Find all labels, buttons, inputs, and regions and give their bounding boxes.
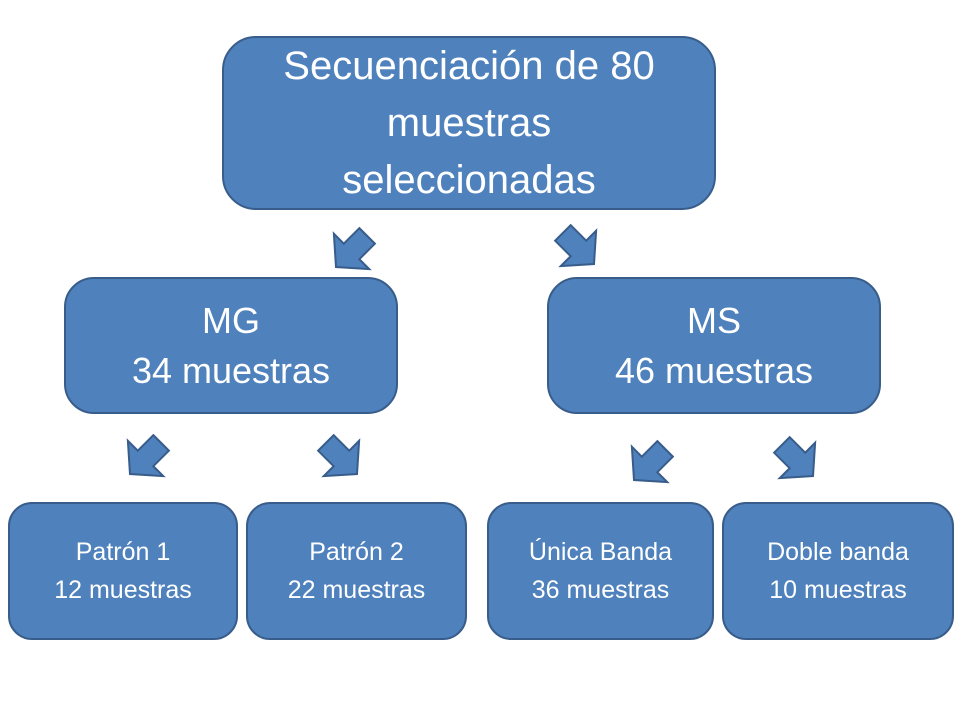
arrow-ms-to-unica xyxy=(615,430,684,499)
leaf-node-name: Patrón 2 xyxy=(309,538,404,566)
group-node-count: 46 muestras xyxy=(614,349,814,391)
leaf-node-count: 36 muestras xyxy=(531,576,670,604)
root-node-line-1: Secuenciación de 80 xyxy=(283,43,655,88)
leaf-node-name: Única Banda xyxy=(528,538,673,566)
group-node-mg: MG 34 muestras xyxy=(64,277,398,414)
group-node-name: MS xyxy=(687,299,741,341)
leaf-node-count: 22 muestras xyxy=(287,576,426,604)
leaf-node-count: 12 muestras xyxy=(54,576,192,604)
leaf-node-patron-2: Patrón 2 22 muestras xyxy=(246,502,467,640)
arrow-mg-to-patron2 xyxy=(307,424,376,493)
group-node-name: MG xyxy=(202,299,260,341)
arrow-root-to-mg xyxy=(317,217,386,286)
group-node-count: 34 muestras xyxy=(131,349,331,391)
root-node-line-2: muestras xyxy=(386,100,552,145)
arrow-mg-to-patron1 xyxy=(111,424,180,493)
arrow-ms-to-doble xyxy=(763,426,832,495)
leaf-node-name: Patrón 1 xyxy=(75,538,171,566)
leaf-node-unica-banda: Única Banda 36 muestras xyxy=(487,502,714,640)
root-node-line-3: seleccionadas xyxy=(342,157,596,202)
arrow-root-to-ms xyxy=(544,214,613,283)
leaf-node-doble-banda: Doble banda 10 muestras xyxy=(722,502,954,640)
root-node: Secuenciación de 80 muestras seleccionad… xyxy=(222,36,716,210)
leaf-node-patron-1: Patrón 1 12 muestras xyxy=(8,502,238,640)
leaf-node-name: Doble banda xyxy=(767,538,909,566)
leaf-node-count: 10 muestras xyxy=(769,576,907,604)
group-node-ms: MS 46 muestras xyxy=(547,277,881,414)
